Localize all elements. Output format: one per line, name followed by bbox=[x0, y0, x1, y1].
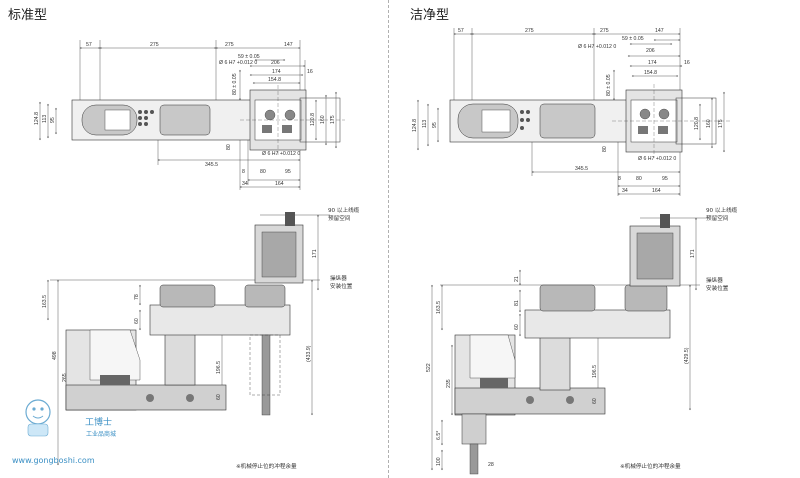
dim-label-top_dims_right-r: 80 bbox=[602, 146, 608, 152]
top-view-standard bbox=[39, 40, 345, 190]
dim-label-top_dims_left-p: 175 bbox=[330, 115, 336, 124]
dim-label-side_right-console: 操纵器 bbox=[706, 276, 723, 284]
dim-label-top_dims_right-e: 59 ± 0.05 bbox=[622, 36, 644, 42]
dim-label-top_dims_right-i: 16 bbox=[684, 60, 690, 66]
dim-label-side_right-d4295: (429.5) bbox=[684, 347, 690, 364]
dim-label-top_dims_right-o: 160 bbox=[706, 119, 712, 128]
dim-label-side_right-d196: 196.5 bbox=[592, 365, 598, 378]
top-view-standard-labels: 57 275 275 147 59 ± 0.05 206 174 154.8 1… bbox=[34, 42, 336, 187]
dim-label-side_left-reserve2: 预留空间 bbox=[328, 214, 351, 222]
dim-label-side_right-d60: 60 bbox=[514, 324, 520, 330]
dim-label-top_dims_left-d: 147 bbox=[284, 42, 293, 48]
watermark-url: www.gongboshi.com bbox=[12, 456, 95, 465]
dim-label-top_dims_left-v: 95 bbox=[285, 169, 291, 175]
dim-label-top_dims_right-j: 80 ± 0.05 bbox=[606, 74, 612, 96]
dim-label-top_dims_right-p: 175 bbox=[718, 119, 724, 128]
dim-label-side_left-note: ※机械停止位的冲程余量 bbox=[236, 462, 297, 470]
dim-label-top_dims_right-k: 124.8 bbox=[412, 119, 418, 132]
dim-label-side_left-d171: 171 bbox=[312, 249, 318, 258]
dim-label-side_left-d498: 498 bbox=[52, 351, 58, 360]
dim-label-top_dims_left-h: 154.8 bbox=[268, 77, 281, 83]
side-view-clean bbox=[431, 214, 708, 475]
dim-label-side_left-d265: 265 bbox=[62, 373, 68, 382]
dim-label-side_left-console2: 安装位置 bbox=[330, 282, 353, 290]
dim-label-top_dims_right-f: 206 bbox=[646, 48, 655, 54]
dim-label-side_left-d60: 60 bbox=[134, 318, 140, 324]
title-standard-type: 标准型 bbox=[8, 8, 48, 23]
side-view-standard-labels: 90 以上线缆 预留空间 171 操纵器 安装位置 163.5 78 60 49… bbox=[42, 206, 360, 470]
dim-label-side_right-d6: 6.5* bbox=[436, 431, 442, 440]
dim-label-top_dims_left-m: 95 bbox=[50, 117, 56, 123]
dim-label-top_dims_right-n: 120.8 bbox=[694, 117, 700, 130]
dim-label-top_dims_left-o: 160 bbox=[320, 115, 326, 124]
dim-label-top_dims_left-j: 80 ± 0.05 bbox=[232, 73, 238, 95]
dim-label-side_right-d235: 235 bbox=[446, 379, 452, 388]
dim-label-top_dims_left-u: 80 bbox=[260, 169, 266, 175]
dim-label-top_dims_right-h: 154.8 bbox=[644, 70, 657, 76]
dim-label-top_dims_left-q: 345.5 bbox=[205, 162, 218, 168]
top-view-clean bbox=[417, 28, 730, 196]
dim-label-top_dims_right-w: 34 bbox=[622, 188, 628, 194]
panel-divider bbox=[388, 0, 389, 478]
dim-label-top_dims_right-a: 57 bbox=[458, 28, 464, 34]
side-view-clean-labels: 90 以上线缆 预留空间 171 操纵器 安装位置 21 163.5 81 60… bbox=[426, 206, 738, 470]
dim-label-side_right-note: ※机械停止位的冲程余量 bbox=[620, 462, 681, 470]
dim-label-side_left-d60b: 60 bbox=[216, 394, 222, 400]
dim-label-top_dims_left-s: Ø 6 H7 +0.012 0 bbox=[262, 151, 300, 157]
dim-label-side_left-d4339: (433.9) bbox=[306, 345, 312, 362]
dim-label-side_right-console2: 安装位置 bbox=[706, 284, 729, 292]
dim-label-top_dims_left-w: 34 bbox=[242, 181, 248, 187]
watermark-brand: 工博士 bbox=[85, 416, 112, 428]
dim-label-side_left-d78: 78 bbox=[134, 294, 140, 300]
dim-label-side_left-d196: 196.5 bbox=[216, 361, 222, 374]
dim-label-top_dims_right-x: 164 bbox=[652, 188, 661, 194]
dim-label-side_right-d163: 163.5 bbox=[436, 301, 442, 314]
dim-label-side_right-d81: 81 bbox=[514, 300, 520, 306]
dim-label-side_right-d522: 522 bbox=[426, 363, 432, 372]
dim-label-top_dims_left-e: 59 ± 0.05 bbox=[238, 54, 260, 60]
dim-label-side_left-console: 操纵器 bbox=[330, 274, 347, 282]
dim-label-top_dims_left-l: 113 bbox=[42, 115, 48, 123]
dim-label-side_right-reserve: 90 以上线缆 bbox=[706, 206, 738, 214]
dim-label-side_right-d171: 171 bbox=[690, 249, 696, 258]
dim-label-top_dims_left-k: 124.8 bbox=[34, 112, 40, 125]
dim-label-top_dims_left-f: 206 bbox=[271, 60, 280, 66]
dim-label-top_dims_right-u: 80 bbox=[636, 176, 642, 182]
dim-label-top_dims_right-m: 95 bbox=[432, 122, 438, 128]
dim-label-top_dims_left-hole: Ø 6 H7 +0.012 0 bbox=[219, 60, 257, 66]
dim-label-top_dims_right-q: 345.5 bbox=[575, 166, 588, 172]
top-view-clean-labels: 57 275 275 147 59 ± 0.05 206 174 154.8 1… bbox=[412, 28, 724, 194]
title-clean-type: 洁净型 bbox=[410, 8, 450, 23]
dim-label-top_dims_left-r: 80 bbox=[226, 144, 232, 150]
dim-label-top_dims_right-l: 113 bbox=[422, 120, 428, 128]
dim-label-top_dims_left-c: 275 bbox=[225, 42, 234, 48]
dim-label-top_dims_left-x: 164 bbox=[275, 181, 284, 187]
dim-label-top_dims_right-t: 8 bbox=[618, 176, 621, 182]
dim-label-top_dims_right-s: Ø 6 H7 +0.012 0 bbox=[638, 156, 676, 162]
dim-label-side_right-d21: 21 bbox=[514, 276, 520, 282]
dim-label-top_dims_left-b: 275 bbox=[150, 42, 159, 48]
dim-label-top_dims_left-i: 16 bbox=[307, 69, 313, 75]
dim-label-top_dims_right-c: 275 bbox=[600, 28, 609, 34]
watermark-logo bbox=[25, 399, 51, 437]
dim-label-top_dims_right-b: 275 bbox=[525, 28, 534, 34]
dim-label-top_dims_right-d: 147 bbox=[655, 28, 664, 34]
dim-label-side_right-d28: 28 bbox=[488, 462, 494, 468]
dim-label-top_dims_left-g: 174 bbox=[272, 69, 281, 75]
side-view-standard bbox=[47, 212, 330, 466]
dim-label-side_right-d100: 100 bbox=[436, 457, 442, 466]
dim-label-top_dims_left-a: 57 bbox=[86, 42, 92, 48]
dim-label-side_left-reserve: 90 以上线缆 bbox=[328, 206, 360, 214]
dim-label-side_right-d60b: 60 bbox=[592, 398, 598, 404]
dim-label-top_dims_left-n: 120.8 bbox=[310, 113, 316, 126]
dim-label-top_dims_right-hole: Ø 6 H7 +0.012 0 bbox=[578, 44, 616, 50]
dim-label-side_right-reserve2: 预留空间 bbox=[706, 214, 729, 222]
dim-label-top_dims_right-g: 174 bbox=[648, 60, 657, 66]
dim-label-top_dims_right-v: 95 bbox=[662, 176, 668, 182]
dim-label-top_dims_left-t: 8 bbox=[242, 169, 245, 175]
dim-label-side_left-d163: 163.5 bbox=[42, 295, 48, 308]
watermark-site-cn: 工业品商城 bbox=[86, 430, 116, 438]
